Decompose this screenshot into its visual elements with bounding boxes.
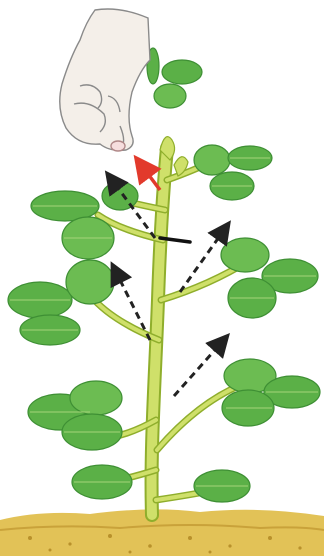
removal-arrow-icon (142, 166, 160, 190)
leaf (194, 145, 230, 175)
main-stem (152, 148, 167, 515)
leaf (221, 238, 269, 272)
soil (0, 509, 324, 556)
lateral-growth-arrow-icon (174, 342, 222, 396)
branches (90, 160, 250, 500)
leaf (154, 84, 186, 108)
hand-icon (60, 9, 150, 151)
leaf (162, 60, 202, 84)
leaf (66, 260, 114, 304)
leaf (70, 381, 122, 415)
